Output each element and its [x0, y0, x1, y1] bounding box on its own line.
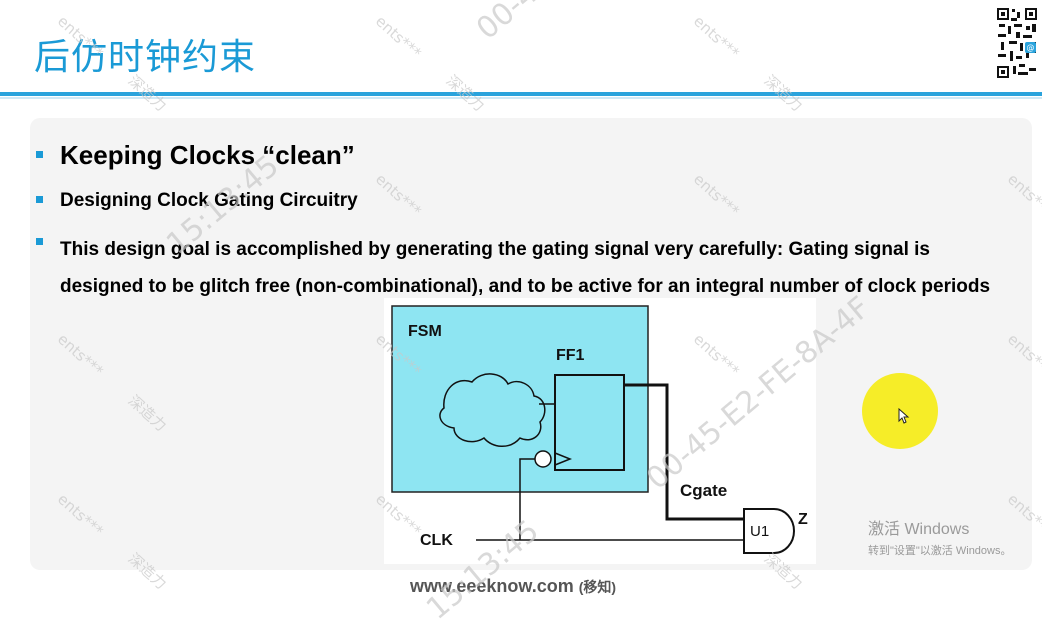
- clock-invert-bubble: [534, 450, 552, 468]
- bullet-keeping-clocks: Keeping Clocks “clean”: [60, 140, 355, 170]
- bullet-marker: [36, 151, 43, 158]
- footer-url: www.eeeknow.com: [410, 576, 574, 596]
- bullet-marker: [36, 238, 43, 245]
- title-divider-shadow: [0, 97, 1042, 99]
- watermark-text: 00-45-E2-FE-8A-4F: [470, 0, 707, 47]
- title-divider: [0, 92, 1042, 96]
- fsm-label: FSM: [408, 323, 442, 340]
- bullet-clock-gating: Designing Clock Gating Circuitry: [60, 190, 358, 211]
- clk-label: CLK: [420, 532, 453, 549]
- footer-site: www.eeeknow.com (移知): [410, 576, 616, 597]
- activation-hint: 转到"设置"以激活 Windows。: [868, 545, 1012, 557]
- watermark-text: ents***: [689, 12, 743, 63]
- and-gate-u1: [743, 508, 795, 554]
- windows-activation-notice: 激活 Windows 转到"设置"以激活 Windows。: [868, 515, 1012, 558]
- ff1-block: [554, 374, 625, 471]
- bullet-marker: [36, 196, 43, 203]
- bullet-design-goal: This design goal is accomplished by gene…: [60, 239, 991, 297]
- combinational-logic-cloud: [439, 373, 546, 447]
- qr-code-icon: @: [996, 6, 1038, 80]
- u1-label: U1: [750, 523, 769, 540]
- slide-title: 后仿时钟约束: [34, 37, 257, 78]
- ff1-label: FF1: [556, 347, 585, 364]
- footer-note: (移知): [578, 579, 617, 595]
- cgate-label: Cgate: [680, 481, 727, 500]
- svg-text:@: @: [1027, 43, 1035, 52]
- mouse-cursor-icon: [898, 408, 910, 424]
- z-label: Z: [798, 511, 808, 528]
- activation-title: 激活 Windows: [868, 521, 970, 538]
- clock-gating-diagram: FSM FF1 U1 Z Cgate CLK: [384, 298, 816, 564]
- watermark-text: ents***: [371, 12, 425, 63]
